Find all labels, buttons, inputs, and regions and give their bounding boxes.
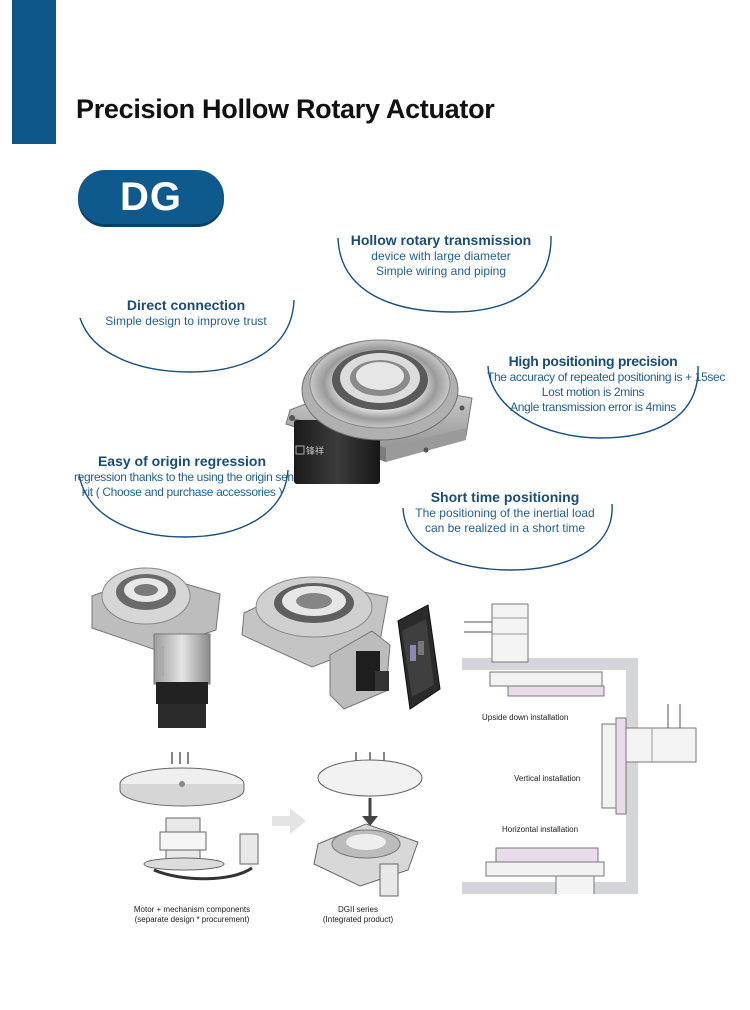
feature-line: device with large diameter	[371, 249, 511, 263]
installation-label-horizontal: Horizontal installation	[502, 825, 579, 834]
feature-hollow-transmission: Hollow rotary transmission device with l…	[340, 231, 542, 279]
caption-line: DGII series	[337, 905, 378, 914]
feature-title: Easy of origin regression	[97, 453, 267, 469]
feature-line: The positioning of the inertial load	[415, 506, 595, 520]
caption-line: Motor + mechanism components	[133, 905, 251, 914]
feature-direct-connection: Direct connection Simple design to impro…	[96, 296, 276, 329]
feature-title: Direct connection	[126, 297, 246, 313]
caption-line: (separate design * procurement)	[134, 915, 250, 924]
comparison-image-integrated	[313, 752, 423, 897]
comparison-caption-integrated: DGII series (Integrated product)	[318, 905, 398, 925]
feature-title: Short time positioning	[430, 489, 580, 505]
comparison-caption-separate: Motor + mechanism components (separate d…	[122, 905, 262, 925]
installation-label-vertical: Vertical installation	[514, 774, 581, 783]
caption-line: (Integrated product)	[322, 915, 394, 924]
feature-high-precision: High positioning precision The accuracy …	[487, 352, 726, 415]
product-image-stepper-combo	[91, 567, 221, 728]
page-title: Precision Hollow Rotary Actuator	[76, 94, 495, 124]
feature-title: Hollow rotary transmission	[350, 232, 532, 248]
header-accent-bar	[12, 0, 56, 144]
feature-origin-regression: Easy of origin regression regression tha…	[74, 452, 310, 500]
feature-title: High positioning precision	[508, 353, 678, 369]
feature-line: The accuracy of repeated positioning is …	[487, 370, 726, 384]
feature-line: regression thanks to the using the origi…	[74, 470, 310, 484]
feature-line: Simple wiring and piping	[375, 264, 507, 278]
right-arrow-icon	[272, 808, 306, 834]
feature-line: can be realized in a short time	[424, 521, 586, 535]
comparison-image-separate	[119, 752, 259, 881]
series-badge: DG	[78, 170, 224, 224]
feature-line: Angle transmission error is 4mins	[510, 400, 676, 414]
feature-line: Simple design to improve trust	[105, 314, 267, 328]
feature-line: Lost motion is 2mins	[541, 385, 645, 399]
installation-label-upside-down: Upside down installation	[482, 713, 569, 722]
product-logo-text: 锋祥	[306, 445, 324, 456]
product-image-main: 锋祥	[285, 339, 473, 484]
installation-diagram	[462, 603, 697, 894]
product-image-servo-combo	[241, 576, 441, 710]
feature-line: kit ( Choose and purchase accessories )	[81, 485, 283, 499]
feature-short-positioning: Short time positioning The positioning o…	[402, 488, 608, 536]
